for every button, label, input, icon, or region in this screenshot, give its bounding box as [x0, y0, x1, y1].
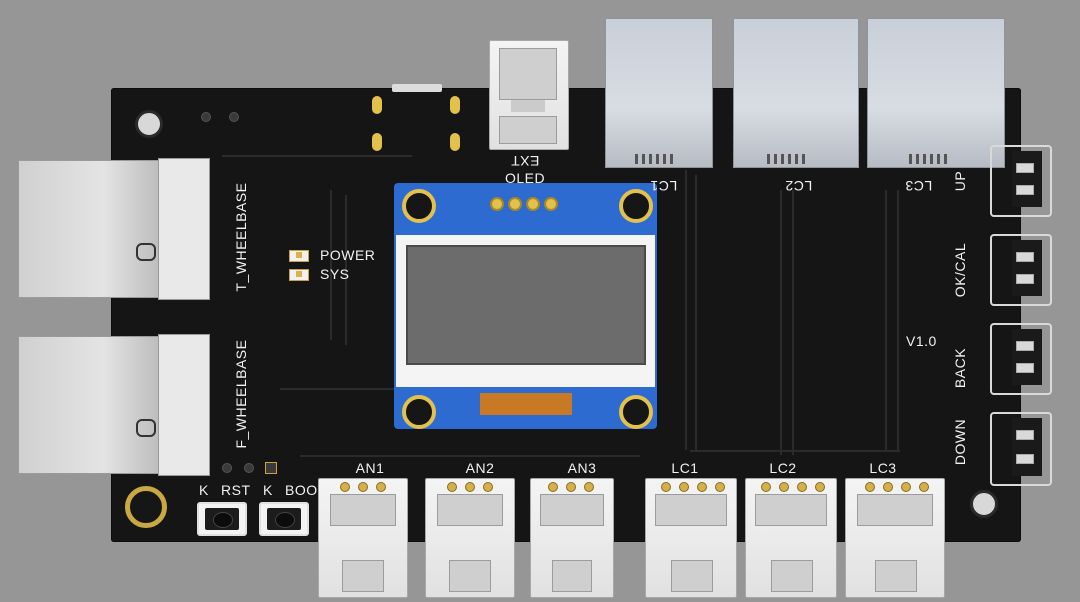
label-k-rst: K: [199, 482, 209, 498]
version-label: V1.0: [906, 333, 937, 349]
trace: [222, 155, 412, 157]
mounting-hole: [135, 110, 163, 138]
rj-jack-t-wheelbase: [18, 158, 210, 300]
label-an1: AN1: [355, 460, 385, 476]
connector-an2: [425, 478, 515, 598]
trace: [780, 190, 782, 455]
label-top-lc3: LC3: [905, 178, 933, 194]
trace: [280, 388, 395, 390]
trace: [897, 190, 899, 450]
label-top-lc1: LC1: [650, 178, 678, 194]
boot-button[interactable]: [259, 502, 309, 536]
trace: [345, 195, 347, 345]
trace: [330, 190, 332, 340]
label-oled: OLED: [504, 170, 546, 186]
easyeda-logo-icon: [136, 419, 156, 437]
usb-pad: [372, 133, 382, 151]
label-ext: EXT: [510, 153, 540, 169]
button-down[interactable]: [990, 412, 1052, 486]
power-led-icon: [289, 250, 309, 262]
rj-jack-lc1: [599, 18, 717, 174]
trace: [300, 455, 640, 457]
connector-lc2: [745, 478, 837, 598]
label-bottom-lc1: LC1: [671, 460, 699, 476]
label-down: DOWN: [952, 418, 968, 466]
oled-module: [394, 183, 657, 429]
trace: [695, 175, 697, 450]
connector-an3: [530, 478, 614, 598]
label-an2: AN2: [465, 460, 495, 476]
mounting-hole: [970, 490, 998, 518]
oled-pin: [544, 197, 558, 211]
usb-pad: [372, 96, 382, 114]
ext-connector: [489, 40, 569, 150]
oled-pin: [508, 197, 522, 211]
connector-lc1: [645, 478, 737, 598]
trace: [690, 450, 900, 452]
label-an3: AN3: [567, 460, 597, 476]
label-back: BACK: [952, 347, 968, 389]
label-bottom-lc3: LC3: [869, 460, 897, 476]
oled-pin: [490, 197, 504, 211]
button-back[interactable]: [990, 323, 1052, 395]
label-ok-cal: OK/CAL: [952, 242, 968, 298]
label-top-lc2: LC2: [785, 178, 813, 194]
oled-pin: [526, 197, 540, 211]
trace: [685, 170, 687, 450]
reset-button[interactable]: [197, 502, 247, 536]
label-sys: SYS: [320, 266, 350, 282]
usb-pad: [450, 133, 460, 151]
via: [244, 463, 254, 473]
oled-flex-cable: [480, 393, 572, 415]
via: [222, 463, 232, 473]
oled-screen: [406, 245, 646, 365]
button-ok-cal[interactable]: [990, 234, 1052, 306]
label-up: UP: [952, 170, 968, 192]
rj-jack-lc3: [861, 18, 1005, 174]
label-power: POWER: [320, 247, 376, 263]
label-bottom-lc2: LC2: [769, 460, 797, 476]
via: [229, 112, 239, 122]
easyeda-logo-icon: [136, 243, 156, 261]
label-boot: BOOT: [285, 482, 327, 498]
rj-jack-lc2: [727, 18, 859, 174]
trace: [885, 190, 887, 450]
square-pad: [265, 462, 277, 474]
button-up[interactable]: [990, 145, 1052, 217]
sys-led-icon: [289, 269, 309, 281]
label-t-wheelbase: T_WHEELBASE: [233, 182, 249, 292]
connector-lc3: [845, 478, 945, 598]
label-f-wheelbase: F_WHEELBASE: [233, 339, 249, 449]
mounting-hole-gold: [125, 486, 167, 528]
rj-jack-f-wheelbase: [18, 334, 210, 476]
label-rst: RST: [221, 482, 251, 498]
usb-port: [392, 84, 442, 92]
connector-an1: [318, 478, 408, 598]
label-k-boot: K: [263, 482, 273, 498]
via: [201, 112, 211, 122]
usb-pad: [450, 96, 460, 114]
trace: [792, 190, 794, 455]
